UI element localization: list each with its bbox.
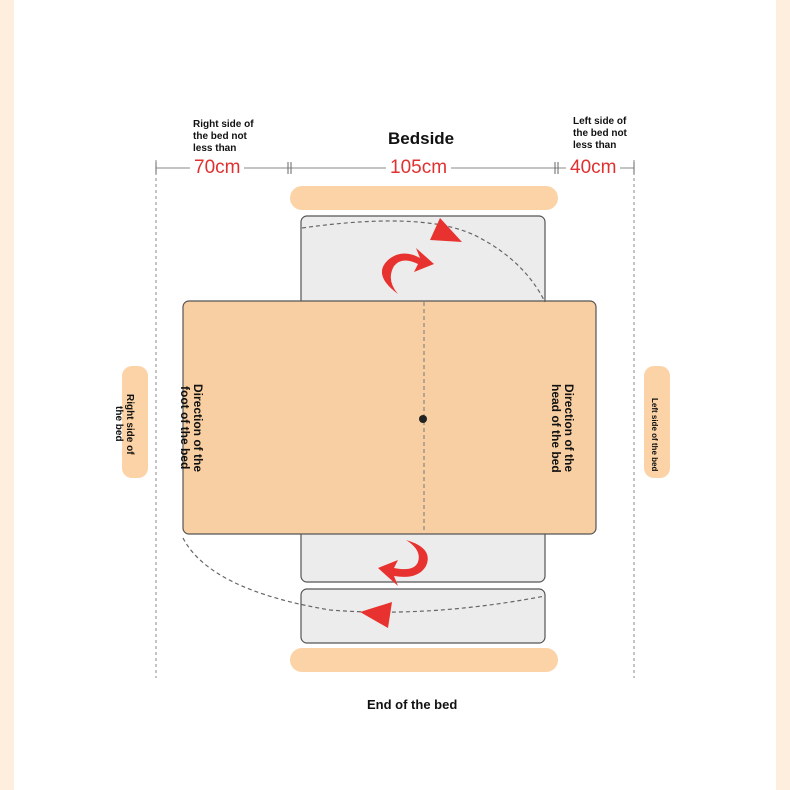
bedside-label: Bedside [388,129,455,148]
foot-direction-label: Direction of the foot of the bed [178,383,205,472]
bottom-swing-arc [182,537,546,613]
curved-arrow-top-icon [381,248,434,294]
right-side-top-label: Right side of the bed not less than [193,119,254,154]
bedside-bar [290,186,558,210]
top-swing-arc [301,220,546,303]
table-top [182,300,597,535]
pivot-point [419,415,427,423]
end-of-bed-bar [290,648,558,672]
right-side-bar [122,366,148,478]
dimension-right: 70cm [190,157,245,179]
left-side-bed-label: Left side of the bed [650,398,659,472]
curved-arrow-bottom-icon [378,540,428,586]
bottom-arc-arrowhead [360,602,392,628]
right-side-bed-label: Right side of the bed [113,393,135,455]
head-direction-label: Direction of the head of the bed [549,383,576,473]
left-side-bar [644,366,670,478]
dimension-left: 40cm [566,157,621,179]
top-arc-arrowhead [430,218,462,242]
dimension-middle: 105cm [386,157,452,179]
lower-grey-panel [300,588,546,644]
end-of-bed-label: End of the bed [367,697,458,712]
left-side-top-label: Left side of the bed not less than [573,116,627,151]
